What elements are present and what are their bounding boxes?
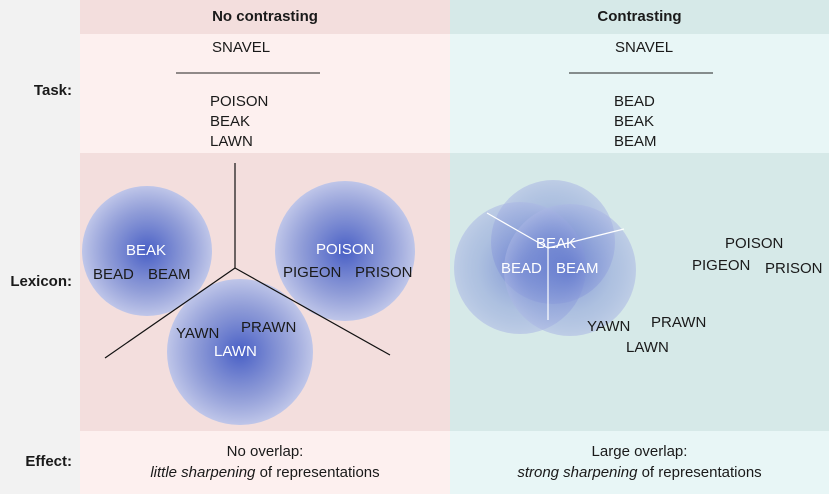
header-contrasting: Contrasting bbox=[597, 8, 682, 25]
beak-cluster-center: BEAK bbox=[126, 242, 167, 259]
right-effect-italic: strong sharpening bbox=[517, 464, 638, 481]
overlap-center: BEAK bbox=[536, 235, 577, 252]
outside-word-prawn: PRAWN bbox=[651, 314, 707, 331]
outside-word-yawn: YAWN bbox=[587, 318, 631, 335]
right-task-option-2: BEAK bbox=[614, 113, 655, 130]
right-task-bg bbox=[450, 34, 829, 153]
poison-cluster-word-1: PIGEON bbox=[283, 264, 342, 281]
row-label-effect: Effect: bbox=[25, 453, 72, 470]
right-effect-bg bbox=[450, 431, 829, 494]
right-effect-line-2: strong sharpening of representations bbox=[450, 462, 829, 483]
overlap-divider-left bbox=[486, 212, 549, 249]
left-effect-italic: little sharpening bbox=[150, 464, 256, 481]
cluster-poison-circle bbox=[275, 181, 415, 321]
right-effect: Large overlap: strong sharpening of repr… bbox=[450, 441, 829, 483]
overlap-word-1: BEAD bbox=[501, 260, 542, 277]
outside-word-pigeon: PIGEON bbox=[692, 257, 751, 274]
left-effect-rest: of representations bbox=[255, 464, 380, 481]
overlap-divider-right bbox=[547, 228, 625, 249]
beak-cluster-word-1: BEAD bbox=[93, 266, 134, 283]
poison-cluster-word-2: PRISON bbox=[355, 264, 413, 281]
left-task-option-2: BEAK bbox=[210, 113, 251, 130]
right-task-option-1: BEAD bbox=[614, 93, 655, 110]
right-effect-line-1: Large overlap: bbox=[591, 443, 688, 460]
left-task-option-3: LAWN bbox=[210, 133, 253, 150]
beak-cluster-word-2: BEAM bbox=[148, 266, 191, 283]
cluster-lawn-circle bbox=[167, 279, 313, 425]
left-task-target: SNAVEL bbox=[212, 39, 271, 56]
overlap-circle-right bbox=[504, 204, 636, 336]
left-task-option-1: POISON bbox=[210, 93, 269, 110]
right-task-option-3: BEAM bbox=[614, 133, 657, 150]
outside-word-lawn: LAWN bbox=[626, 339, 669, 356]
outside-word-poison: POISON bbox=[725, 235, 784, 252]
outside-word-prison: PRISON bbox=[765, 260, 823, 277]
left-effect-line-1: No overlap: bbox=[226, 443, 304, 460]
lawn-cluster-word-1: YAWN bbox=[176, 325, 220, 342]
overlap-word-2: BEAM bbox=[556, 260, 599, 277]
right-effect-rest: of representations bbox=[637, 464, 762, 481]
divider-left bbox=[104, 267, 236, 359]
divider-right bbox=[234, 267, 391, 356]
row-label-task: Task: bbox=[33, 82, 72, 99]
poison-cluster-center: POISON bbox=[316, 241, 375, 258]
right-header-bg bbox=[450, 0, 829, 34]
right-task-target: SNAVEL bbox=[615, 39, 674, 56]
lawn-cluster-word-2: PRAWN bbox=[241, 319, 297, 336]
lawn-cluster-center: LAWN bbox=[214, 343, 257, 360]
left-effect: No overlap: little sharpening of represe… bbox=[80, 441, 450, 483]
left-task-bg bbox=[80, 34, 450, 153]
label-column-bg bbox=[0, 0, 80, 494]
left-header-bg bbox=[80, 0, 450, 34]
header-no-contrasting: No contrasting bbox=[212, 8, 318, 25]
left-effect-line-2: little sharpening of representations bbox=[80, 462, 450, 483]
row-label-lexicon: Lexicon: bbox=[10, 273, 72, 290]
left-effect-bg bbox=[80, 431, 450, 494]
cluster-beak-circle bbox=[82, 186, 212, 316]
